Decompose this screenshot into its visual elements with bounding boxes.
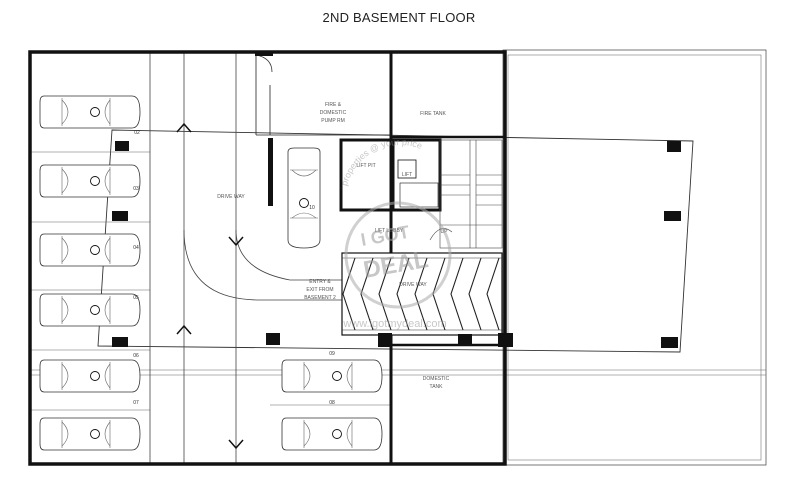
arrow-down-icon bbox=[228, 236, 244, 247]
pump-room-label-2: DOMESTIC bbox=[320, 110, 347, 116]
lift-lobby-label: LIFT LOBBY bbox=[375, 228, 404, 234]
parking-number: 07 bbox=[133, 400, 139, 406]
lift-pit-label: LIFT PIT bbox=[356, 163, 375, 169]
parking-cars bbox=[39, 95, 383, 451]
drive-way-label: DRIVE WAY bbox=[217, 194, 245, 200]
watermark-url: www.igotmydeal.com bbox=[342, 318, 446, 330]
entry-exit-label-2: EXIT FROM bbox=[306, 287, 333, 293]
pump-room-label-3: PUMP RM bbox=[321, 118, 345, 124]
room-labels: FIRE & DOMESTIC PUMP RM FIRE TANK LIFT P… bbox=[217, 102, 449, 390]
watermark-brand-1: I GOT bbox=[359, 222, 411, 250]
parking-number: 05 bbox=[133, 295, 139, 301]
wall-segment bbox=[268, 138, 273, 206]
domestic-tank-label-1: DOMESTIC bbox=[423, 376, 450, 382]
parking-number: 03 bbox=[133, 186, 139, 192]
car-icon bbox=[39, 233, 141, 267]
car-icon bbox=[39, 95, 141, 129]
fire-tank-label: FIRE TANK bbox=[420, 111, 446, 117]
columns bbox=[112, 141, 681, 348]
domestic-tank-label-2: TANK bbox=[430, 384, 444, 390]
adjacent-plot-outline bbox=[502, 49, 767, 466]
arrow-up-icon bbox=[176, 122, 192, 133]
arrow-up-icon bbox=[176, 324, 192, 335]
pump-room bbox=[255, 52, 391, 136]
parking-number: 09 bbox=[329, 351, 335, 357]
watermark-ring bbox=[344, 201, 452, 309]
pump-room-label-1: FIRE & bbox=[325, 102, 342, 108]
car-icon bbox=[281, 359, 383, 393]
ramp bbox=[341, 252, 503, 336]
grid-lines bbox=[30, 151, 766, 411]
parking-number: 08 bbox=[329, 400, 335, 406]
ramp-drive-way-label: DRIVE WAY bbox=[399, 282, 427, 288]
car-icon bbox=[39, 359, 141, 393]
arrow-down-icon bbox=[228, 439, 244, 450]
lift-label: LIFT bbox=[402, 172, 412, 178]
driveway-lines bbox=[149, 52, 500, 464]
stair-core bbox=[429, 139, 503, 249]
car-icon bbox=[281, 417, 383, 451]
parking-number: 10 bbox=[309, 205, 315, 211]
plan-title: 2ND BASEMENT FLOOR bbox=[322, 10, 476, 25]
car-icon bbox=[39, 417, 141, 451]
parking-number: 04 bbox=[133, 245, 139, 251]
entry-exit-label-3: BASEMENT 2 bbox=[304, 295, 336, 301]
watermark-arc-text: properties @ your price bbox=[339, 137, 424, 187]
car-icon bbox=[39, 293, 141, 327]
car-icon bbox=[39, 164, 141, 198]
car-icon bbox=[287, 147, 321, 249]
parking-number: 02 bbox=[134, 130, 140, 136]
direction-arrows bbox=[176, 122, 244, 450]
parking-number: 06 bbox=[133, 353, 139, 359]
entry-exit-label-1: ENTRY & bbox=[309, 279, 331, 285]
parking-numbers: 02 03 04 05 06 07 08 09 10 bbox=[133, 130, 335, 406]
